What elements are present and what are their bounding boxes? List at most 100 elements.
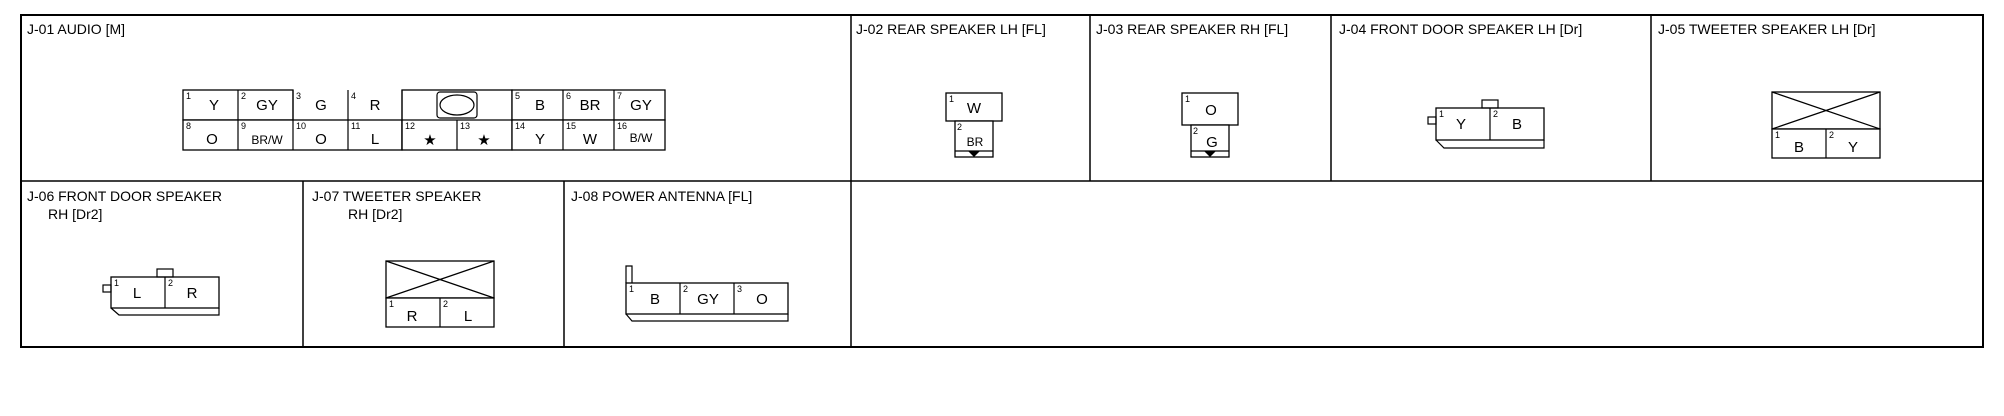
pin-2: 2R: [168, 278, 198, 302]
connector-body: [102, 268, 220, 316]
svg-text:15: 15: [566, 121, 576, 131]
connector-j02: J-02 REAR SPEAKER LH [FL] 1W 2BR: [856, 21, 1046, 158]
svg-text:3: 3: [296, 91, 301, 101]
connector-j04: J-04 FRONT DOOR SPEAKER LH [Dr] 1Y 2B: [1339, 21, 1582, 149]
pin-2: 2GY: [241, 91, 278, 114]
connector-title: J-07 TWEETER SPEAKER: [312, 188, 481, 204]
connector-title: J-02 REAR SPEAKER LH [FL]: [856, 21, 1046, 37]
svg-text:13: 13: [460, 121, 470, 131]
svg-text:16: 16: [617, 121, 627, 131]
svg-text:1: 1: [389, 299, 394, 309]
svg-text:12: 12: [405, 121, 415, 131]
svg-text:BR: BR: [967, 135, 984, 149]
svg-text:2: 2: [241, 91, 246, 101]
pin-13: 13★: [460, 121, 491, 149]
svg-text:GY: GY: [697, 291, 719, 308]
connector-title: J-08 POWER ANTENNA [FL]: [571, 188, 752, 204]
pin-8: 8O: [186, 121, 218, 148]
svg-text:2: 2: [1493, 109, 1498, 119]
pin-1: 1R: [389, 299, 418, 325]
connector-body: [1771, 91, 1881, 159]
svg-text:9: 9: [241, 121, 246, 131]
svg-text:Y: Y: [209, 97, 219, 114]
svg-text:7: 7: [617, 91, 622, 101]
svg-text:O: O: [756, 291, 768, 308]
pin-14: 14Y: [515, 121, 545, 148]
connector-body: [385, 260, 495, 328]
svg-text:Y: Y: [1456, 116, 1466, 133]
connector-body: [182, 89, 666, 151]
lock-tab: [1481, 99, 1499, 109]
svg-text:1: 1: [1439, 109, 1444, 119]
lock-tab: [625, 265, 633, 283]
svg-text:R: R: [407, 308, 418, 325]
connector-subtitle: RH [Dr2]: [48, 206, 102, 222]
svg-text:L: L: [371, 131, 379, 148]
connector-body: [945, 92, 1003, 158]
pin-2: 2L: [443, 299, 472, 325]
pin-1: 1B: [629, 284, 660, 308]
connector-body: [1181, 92, 1239, 158]
svg-text:BR/W: BR/W: [251, 133, 283, 147]
pin-15: 15W: [566, 121, 598, 148]
svg-text:R: R: [370, 97, 381, 114]
svg-text:1: 1: [1775, 130, 1780, 140]
connector-body: [1427, 99, 1545, 149]
pin-6: 6BR: [566, 91, 601, 114]
pin-10: 10O: [296, 121, 327, 148]
connector-subtitle: RH [Dr2]: [348, 206, 402, 222]
svg-text:R: R: [187, 285, 198, 302]
connector-base: [110, 307, 220, 316]
connector-body: [625, 265, 789, 322]
svg-text:1: 1: [114, 278, 119, 288]
svg-text:10: 10: [296, 121, 306, 131]
side-latch: [1427, 116, 1437, 125]
svg-text:O: O: [206, 131, 218, 148]
connector-j03: J-03 REAR SPEAKER RH [FL] 1O 2G: [1096, 21, 1288, 158]
svg-text:G: G: [315, 97, 327, 114]
pin-2: 2GY: [683, 284, 719, 308]
pin-12: 12 ★: [405, 121, 437, 149]
svg-text:O: O: [1205, 102, 1217, 119]
pin-7: 7GY: [617, 91, 652, 114]
connector-j01: J-01 AUDIO [M] 1Y 2GY 3G 4R 5B 6BR 7GY 8…: [27, 21, 666, 151]
svg-text:L: L: [133, 285, 141, 302]
pin-5: 5B: [515, 91, 545, 114]
lock-tab: [156, 268, 174, 278]
connector-title: J-03 REAR SPEAKER RH [FL]: [1096, 21, 1288, 37]
connector-j07: J-07 TWEETER SPEAKER RH [Dr2] 1R 2L: [312, 188, 495, 328]
pin-1: 1W: [949, 94, 982, 117]
svg-text:1: 1: [186, 91, 191, 101]
svg-text:G: G: [1206, 134, 1218, 151]
svg-text:8: 8: [186, 121, 191, 131]
key-marker-icon: [968, 151, 980, 157]
svg-text:BR: BR: [580, 97, 601, 114]
svg-text:3: 3: [737, 284, 742, 294]
svg-text:B: B: [650, 291, 660, 308]
svg-text:6: 6: [566, 91, 571, 101]
pin-3: 3O: [737, 284, 768, 308]
svg-text:B: B: [535, 97, 545, 114]
connector-title: J-01 AUDIO [M]: [27, 21, 125, 37]
svg-text:2: 2: [443, 299, 448, 309]
svg-text:11: 11: [351, 121, 360, 131]
connector-base: [625, 313, 789, 322]
connector-title: J-04 FRONT DOOR SPEAKER LH [Dr]: [1339, 21, 1582, 37]
connector-title: J-05 TWEETER SPEAKER LH [Dr]: [1658, 21, 1876, 37]
lock-tab: [436, 91, 478, 119]
svg-text:4: 4: [351, 91, 356, 101]
pin-16: 16B/W: [617, 121, 653, 145]
side-latch: [102, 284, 112, 293]
latch-hole-icon: [439, 94, 475, 116]
svg-text:14: 14: [515, 121, 525, 131]
connector-title: J-06 FRONT DOOR SPEAKER: [27, 188, 222, 204]
svg-text:GY: GY: [630, 97, 652, 114]
svg-text:2: 2: [957, 122, 962, 132]
svg-text:2: 2: [168, 278, 173, 288]
svg-text:★: ★: [423, 132, 436, 149]
pin-2: 2Y: [1829, 130, 1858, 156]
pin-1: 1Y: [1439, 109, 1466, 133]
pin-1: 1L: [114, 278, 141, 302]
connector-base: [1435, 139, 1545, 149]
